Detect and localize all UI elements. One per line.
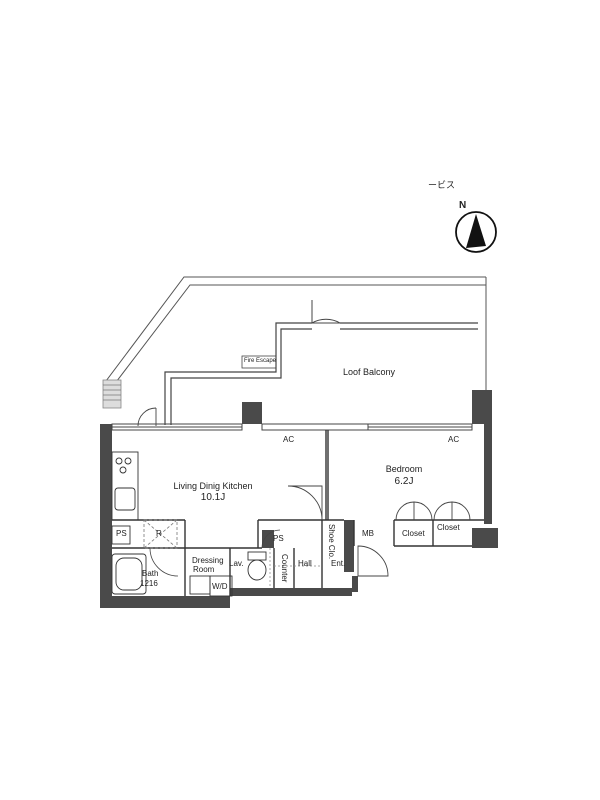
service-text: ービス	[428, 180, 456, 190]
kitchen-counter	[111, 451, 139, 545]
shoe-closet-label: Shoe Clo.	[327, 524, 337, 560]
entrance-door	[357, 545, 389, 577]
bath-size-label: 1216	[140, 579, 158, 588]
entrance-label: Ent.	[331, 559, 346, 568]
compass-icon	[455, 211, 497, 253]
refrigerator-label: R	[156, 529, 162, 538]
bedroom-size-label: 6.2J	[394, 476, 414, 487]
ac-right-label: AC	[448, 435, 460, 444]
closet-1-label: Closet	[402, 529, 425, 538]
washbasin	[189, 575, 211, 595]
ps-left-label: PS	[116, 529, 127, 538]
toilet	[247, 551, 267, 581]
mb-label: MB	[362, 529, 374, 538]
bath-name-label: Bath	[142, 569, 159, 578]
north-label: N	[459, 200, 467, 211]
balcony-inner-step	[164, 322, 478, 425]
balcony-door	[311, 318, 342, 324]
fire-escape-box	[241, 355, 277, 369]
ldk-size-label: 10.1J	[200, 492, 226, 503]
refrigerator-space	[143, 519, 178, 549]
stair-hatch	[102, 379, 122, 409]
walls	[100, 390, 498, 608]
bedroom-door	[287, 485, 323, 521]
ldk-name-label: Living Dinig Kitchen	[173, 481, 253, 491]
bathtub	[111, 553, 147, 595]
ac-left-label: AC	[283, 435, 295, 444]
dressing-label-2: Room	[193, 565, 215, 574]
loof-balcony-label: Loof Balcony	[343, 367, 396, 377]
dashed-lines	[269, 548, 322, 588]
wc-door	[261, 529, 281, 549]
washer-dryer-label: W/D	[212, 582, 228, 591]
closet-2-label: Closet	[437, 523, 460, 532]
washer-box	[209, 575, 233, 597]
partitions	[112, 430, 484, 596]
bath-door	[149, 547, 179, 577]
counter-label: Counter	[280, 554, 290, 583]
windows	[111, 423, 473, 431]
fire-escape-label: Fire Escape	[244, 358, 277, 364]
closet-doors	[395, 501, 471, 521]
ps-middle-label: PS	[273, 534, 284, 543]
hall-label: Hall	[298, 559, 312, 568]
dressing-label-1: Dressing	[192, 556, 224, 565]
balcony-parapet	[102, 276, 487, 398]
lavatory-label: Lav.	[229, 559, 244, 568]
small-door	[137, 407, 157, 427]
bedroom-name-label: Bedroom	[385, 464, 423, 474]
